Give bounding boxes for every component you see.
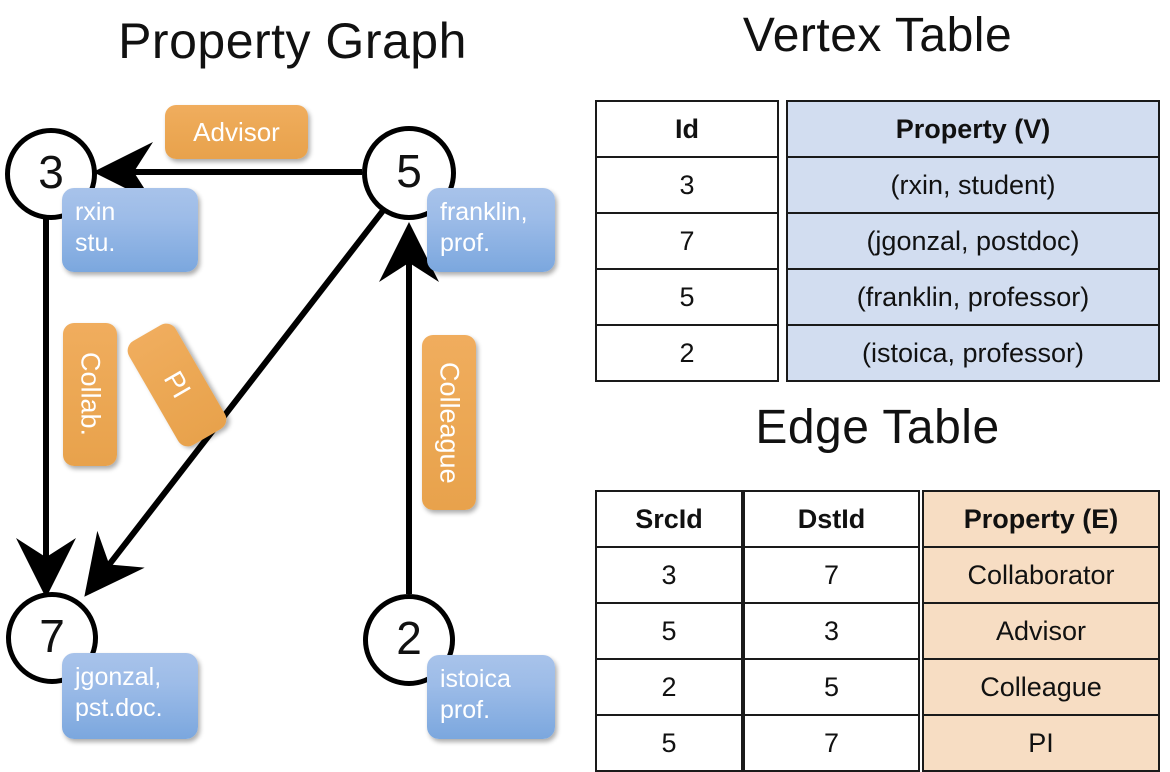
vertex-id-cell: 5	[595, 268, 779, 326]
table-row[interactable]: 7	[743, 546, 920, 604]
table-row[interactable]: 3	[595, 156, 779, 214]
vertex-node-2-id: 2	[396, 612, 422, 664]
edge-dst-cell: 7	[743, 546, 920, 604]
table-row[interactable]: Colleague	[922, 658, 1160, 716]
table-header-row: Property (V)	[786, 100, 1160, 158]
edge-property-cell: Advisor	[922, 602, 1160, 660]
table-row[interactable]: (jgonzal, postdoc)	[786, 212, 1160, 270]
vertex-node-2[interactable]: 2	[363, 594, 455, 686]
vertex-property-cell: (rxin, student)	[786, 156, 1160, 214]
edge-table-property-column: Property (E) Collaborator Advisor Collea…	[922, 490, 1160, 772]
property-graph-title: Property Graph	[118, 13, 467, 69]
table-row[interactable]: Advisor	[922, 602, 1160, 660]
vertex-property-box-7: jgonzal, pst.doc.	[62, 653, 198, 739]
table-row[interactable]: 3	[743, 602, 920, 660]
edge-property-cell: PI	[922, 714, 1160, 772]
vertex-property-cell: (istoica, professor)	[786, 324, 1160, 382]
vertex-node-5-id: 5	[396, 145, 422, 197]
edge-src-cell: 3	[595, 546, 743, 604]
vertex-table-property-header: Property (V)	[786, 100, 1160, 158]
vertex-property-box-5: franklin, prof.	[427, 188, 555, 272]
edge-property-cell: Collaborator	[922, 546, 1160, 604]
edge-src-cell: 5	[595, 714, 743, 772]
edge-label-advisor: Advisor	[165, 105, 308, 159]
graph-edges	[16, 142, 439, 598]
edge-dst-cell: 3	[743, 602, 920, 660]
edge-table-src-column: SrcId 3 5 2 5	[595, 490, 743, 772]
edge-table-src-header: SrcId	[595, 490, 743, 548]
table-row[interactable]: 7	[743, 714, 920, 772]
vertex-id-cell: 3	[595, 156, 779, 214]
table-row[interactable]: (franklin, professor)	[786, 268, 1160, 326]
vertex-id-cell: 7	[595, 212, 779, 270]
table-row[interactable]: 3	[595, 546, 743, 604]
edge-table-title: Edge Table	[755, 401, 1000, 454]
edge-dst-cell: 7	[743, 714, 920, 772]
edge-property-cell: Colleague	[922, 658, 1160, 716]
vertex-id-cell: 2	[595, 324, 779, 382]
table-row[interactable]: PI	[922, 714, 1160, 772]
vertex-table-id-column: Id 3 7 5 2	[595, 100, 779, 382]
table-row[interactable]: 5	[743, 658, 920, 716]
edge-table-dst-column: DstId 7 3 5 7	[743, 490, 920, 772]
vertex-table-id-header: Id	[595, 100, 779, 158]
table-row[interactable]: 2	[595, 658, 743, 716]
edge-label-collab: Collab.	[63, 323, 117, 466]
edge-label-colleague: Colleague	[422, 335, 476, 510]
edge-table-property-header: Property (E)	[922, 490, 1160, 548]
vertex-node-5[interactable]: 5	[362, 126, 456, 220]
table-row[interactable]: (rxin, student)	[786, 156, 1160, 214]
table-row[interactable]: (istoica, professor)	[786, 324, 1160, 382]
table-header-row: Id	[595, 100, 779, 158]
edge-dst-cell: 5	[743, 658, 920, 716]
vertex-property-box-3: rxin stu.	[62, 188, 198, 272]
table-row[interactable]: 5	[595, 714, 743, 772]
edge-src-cell: 5	[595, 602, 743, 660]
vertex-node-7-id: 7	[39, 610, 65, 662]
vertex-property-cell: (franklin, professor)	[786, 268, 1160, 326]
table-row[interactable]: 7	[595, 212, 779, 270]
edge-src-cell: 2	[595, 658, 743, 716]
vertex-property-box-2: istoica prof.	[427, 655, 555, 739]
vertex-node-3-id: 3	[38, 146, 64, 198]
edge-table-dst-header: DstId	[743, 490, 920, 548]
edge-5-to-7	[84, 206, 388, 597]
property-graph-panel: Property Graph 3 5 7 2 rxin stu. frankli…	[0, 0, 585, 760]
table-header-row: Property (E)	[922, 490, 1160, 548]
table-row[interactable]: 5	[595, 602, 743, 660]
vertex-table-title: Vertex Table	[742, 9, 1013, 62]
vertex-property-cell: (jgonzal, postdoc)	[786, 212, 1160, 270]
vertex-table-property-column: Property (V) (rxin, student) (jgonzal, p…	[786, 100, 1160, 382]
table-header-row: SrcId	[595, 490, 743, 548]
table-row[interactable]: Collaborator	[922, 546, 1160, 604]
table-header-row: DstId	[743, 490, 920, 548]
table-row[interactable]: 5	[595, 268, 779, 326]
table-row[interactable]: 2	[595, 324, 779, 382]
